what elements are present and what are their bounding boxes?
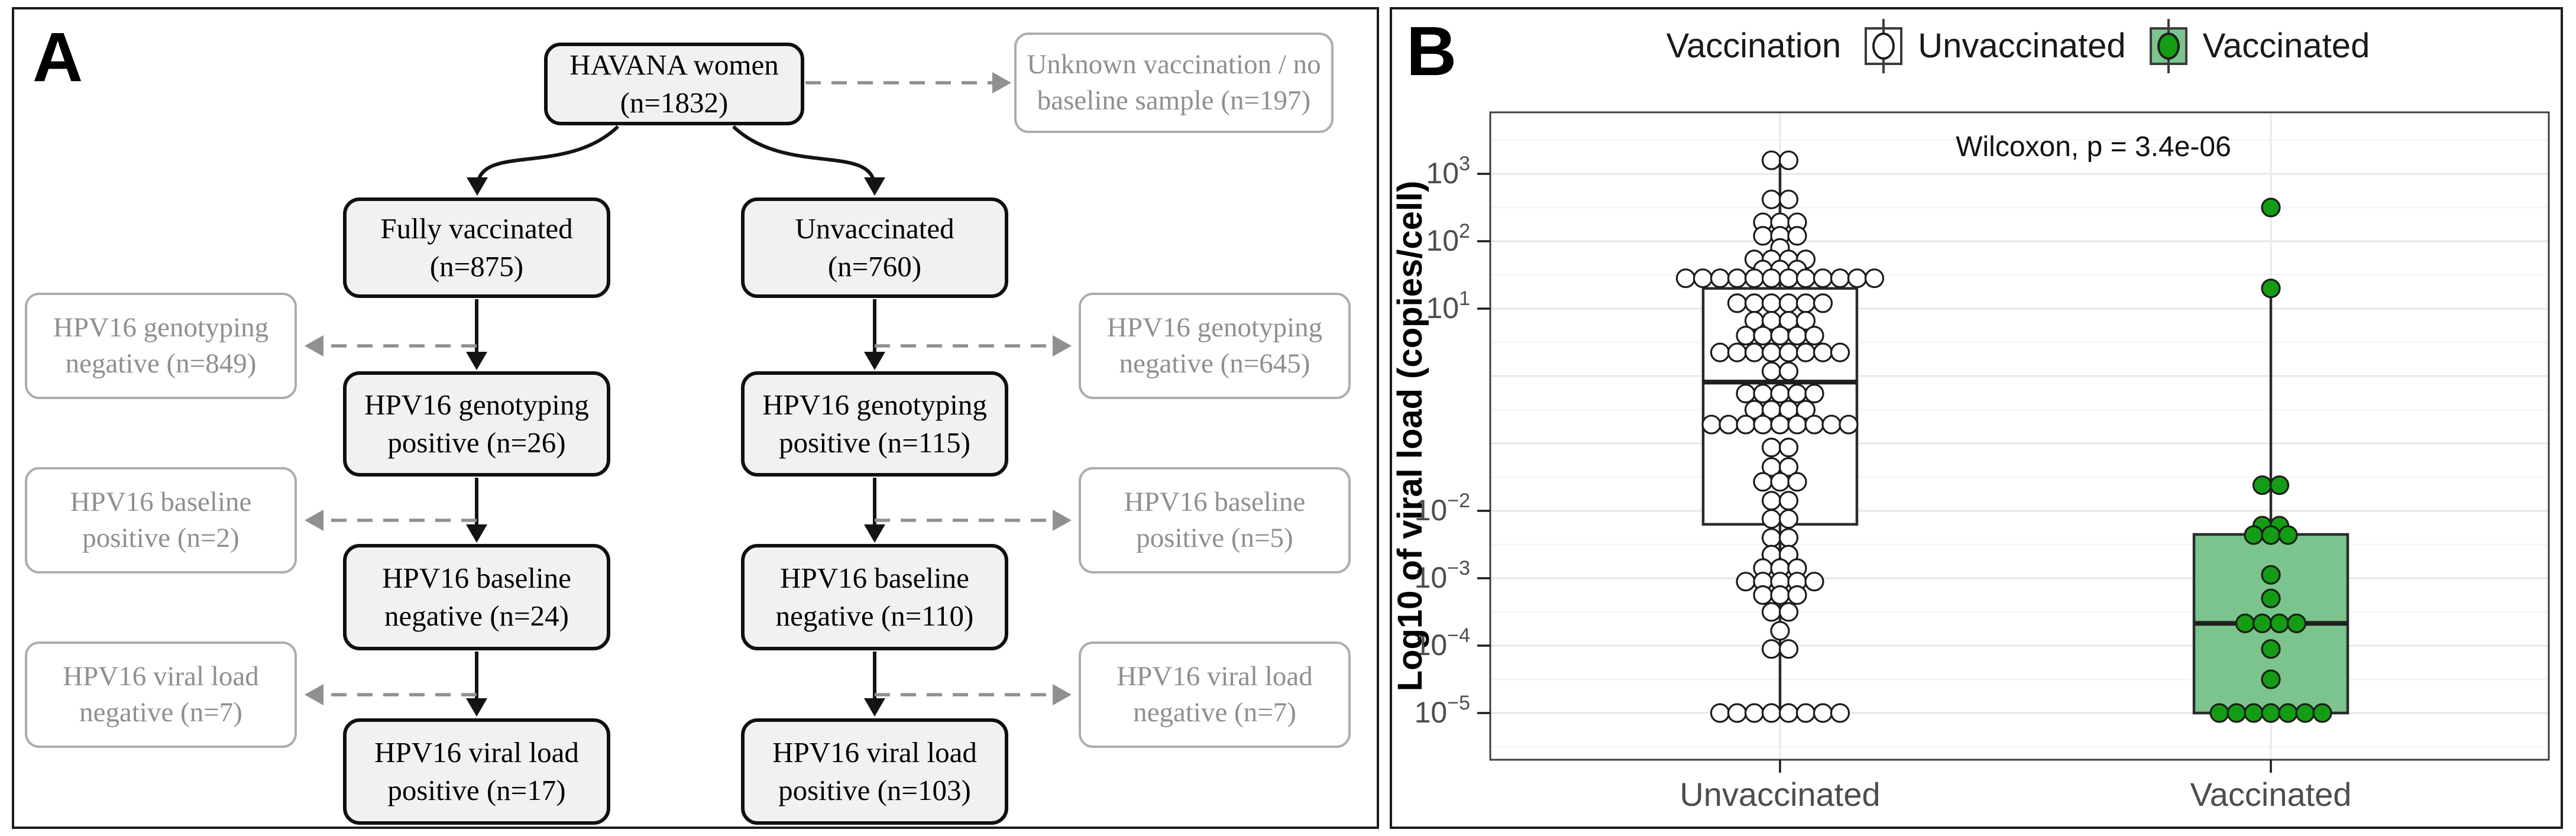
- panel-b-boxplot: [1390, 7, 2563, 829]
- flow-box-text: HPV16 baseline: [382, 562, 571, 595]
- flow-box-genotyping-positive-vaccinated: HPV16 genotyping positive (n=26): [343, 371, 610, 477]
- flow-box-text: positive (n=2): [82, 523, 240, 553]
- flow-box-genotyping-positive-unvaccinated: HPV16 genotyping positive (n=115): [741, 371, 1008, 477]
- flow-box-text: positive (n=17): [387, 774, 566, 806]
- flow-box-unknown-vaccination: Unknown vaccination / no baseline sample…: [1014, 33, 1334, 133]
- flow-box-text: HPV16 viral load: [374, 736, 579, 769]
- flow-box-text: (n=760): [827, 250, 922, 283]
- flow-box-text: negative (n=645): [1119, 348, 1310, 379]
- flow-box-baseline-positive-vaccinated: HPV16 baseline positive (n=2): [25, 467, 297, 573]
- chart-legend: Vaccination Unvaccinated Vaccinated: [1490, 18, 2546, 73]
- flow-box-text: HAVANA women: [569, 48, 779, 82]
- median-dot-icon: [1872, 32, 1895, 60]
- flow-box-text: negative (n=7): [1133, 697, 1296, 728]
- boxplot-key-vaccinated-icon: [2149, 18, 2187, 73]
- flow-box-text: HPV16 viral load: [1117, 660, 1313, 692]
- panel-b-label: B: [1406, 12, 1457, 90]
- flow-box-genotyping-negative-unvaccinated: HPV16 genotyping negative (n=645): [1079, 293, 1351, 399]
- flow-box-text: HPV16 viral load: [63, 660, 259, 692]
- panel-a-label: A: [33, 18, 83, 96]
- flow-box-viral-load-negative-unvaccinated: HPV16 viral load negative (n=7): [1079, 641, 1351, 748]
- legend-item-unvaccinated: Unvaccinated: [1865, 18, 2126, 73]
- flow-box-text: HPV16 genotyping: [53, 312, 269, 343]
- flow-box-text: HPV16 genotyping: [364, 388, 589, 422]
- legend-label: Vaccinated: [2202, 27, 2370, 65]
- flow-box-text: HPV16 baseline: [70, 486, 252, 517]
- flow-box-text: negative (n=7): [79, 697, 242, 728]
- flow-box-text: positive (n=5): [1136, 523, 1293, 553]
- flow-box-text: Unknown vaccination / no: [1027, 48, 1321, 80]
- flow-box-text: Unvaccinated: [795, 212, 954, 245]
- flow-box-text: negative (n=24): [384, 600, 569, 632]
- flow-box-text: HPV16 baseline: [780, 562, 969, 595]
- flow-box-text: (n=875): [429, 250, 524, 283]
- flow-box-text: (n=1832): [620, 86, 729, 119]
- flow-box-text: HPV16 viral load: [772, 736, 977, 769]
- flow-box-fully-vaccinated: Fully vaccinated (n=875): [343, 197, 610, 298]
- legend-label: Unvaccinated: [1918, 27, 2126, 65]
- flow-box-viral-load-negative-vaccinated: HPV16 viral load negative (n=7): [25, 641, 297, 748]
- flow-box-text: HPV16 baseline: [1124, 486, 1306, 517]
- flow-box-text: negative (n=110): [775, 600, 974, 632]
- flow-box-baseline-positive-unvaccinated: HPV16 baseline positive (n=5): [1079, 467, 1351, 573]
- flow-box-unvaccinated: Unvaccinated (n=760): [741, 197, 1008, 298]
- flow-box-text: HPV16 genotyping: [762, 388, 987, 422]
- flow-box-baseline-negative-unvaccinated: HPV16 baseline negative (n=110): [741, 544, 1008, 650]
- flow-box-text: Fully vaccinated: [380, 212, 573, 245]
- flow-box-text: HPV16 genotyping: [1106, 312, 1323, 343]
- flow-box-text: positive (n=26): [387, 426, 566, 459]
- flow-box-text: negative (n=849): [65, 348, 257, 379]
- boxplot-key-unvaccinated-icon: [1865, 18, 1903, 73]
- flow-box-text: baseline sample (n=197): [1037, 85, 1311, 116]
- flow-box-text: positive (n=103): [778, 774, 971, 806]
- flow-box-genotyping-negative-vaccinated: HPV16 genotyping negative (n=849): [25, 293, 297, 399]
- flow-box-viral-load-positive-vaccinated: HPV16 viral load positive (n=17): [343, 718, 610, 825]
- median-dot-icon: [2157, 32, 2180, 60]
- flow-box-baseline-negative-vaccinated: HPV16 baseline negative (n=24): [343, 544, 610, 650]
- flow-box-viral-load-positive-unvaccinated: HPV16 viral load positive (n=103): [741, 718, 1008, 825]
- legend-item-vaccinated: Vaccinated: [2149, 18, 2370, 73]
- flow-box-text: positive (n=115): [779, 426, 970, 459]
- flow-box-havana-women: HAVANA women (n=1832): [544, 43, 804, 125]
- legend-title: Vaccination: [1666, 27, 1842, 65]
